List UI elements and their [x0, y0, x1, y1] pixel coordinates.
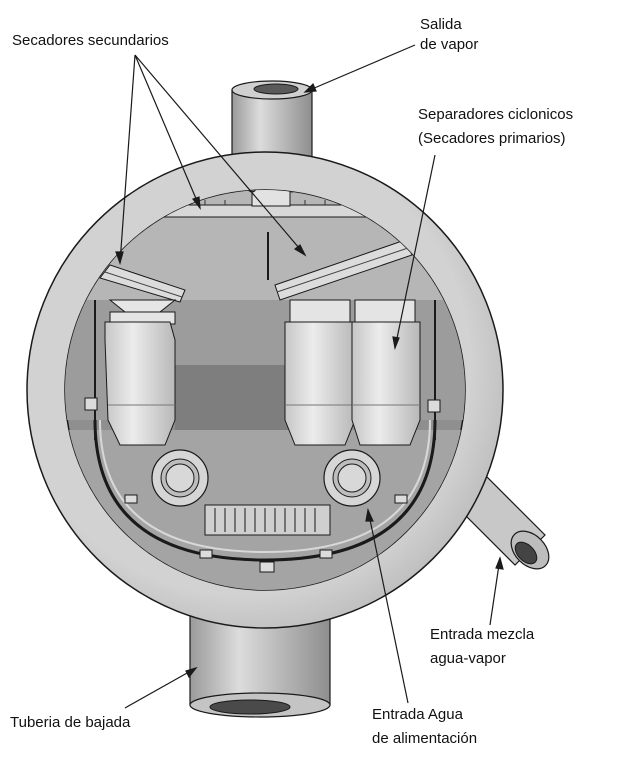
bottom-curved-plate [93, 419, 437, 562]
drum-interior [65, 190, 465, 590]
bottom-grating [204, 504, 331, 536]
label-feedwater-inlet-line1: Entrada Agua [372, 706, 463, 723]
label-mixture-inlet-line1: Entrada mezcla [430, 626, 535, 643]
label-cyclone-separators-line2: (Secadores primarios) [418, 130, 566, 147]
left-cyclone-separator [104, 311, 176, 446]
feedwater-header-left [151, 449, 209, 507]
label-steam-outlet-line2: de vapor [420, 36, 479, 53]
right-cyclone-separator-1 [284, 299, 356, 446]
label-secondary-dryers: Secadores secundarios [12, 32, 169, 49]
right-secondary-dryer [267, 232, 413, 301]
label-cyclone-separators-line1: Separadores ciclonicos [418, 106, 574, 123]
left-secondary-dryer [99, 264, 186, 313]
label-downcomer: Tuberia de bajada [10, 714, 131, 731]
feedwater-header-right [323, 449, 381, 507]
label-feedwater-inlet-line2: de alimentación [372, 730, 478, 747]
right-cyclone-separator-2 [351, 299, 421, 446]
top-dryer-rail [139, 190, 391, 218]
label-steam-outlet-line1: Salida [420, 16, 462, 33]
leader-lines [115, 44, 504, 709]
label-mixture-inlet-line2: agua-vapor [430, 650, 506, 667]
